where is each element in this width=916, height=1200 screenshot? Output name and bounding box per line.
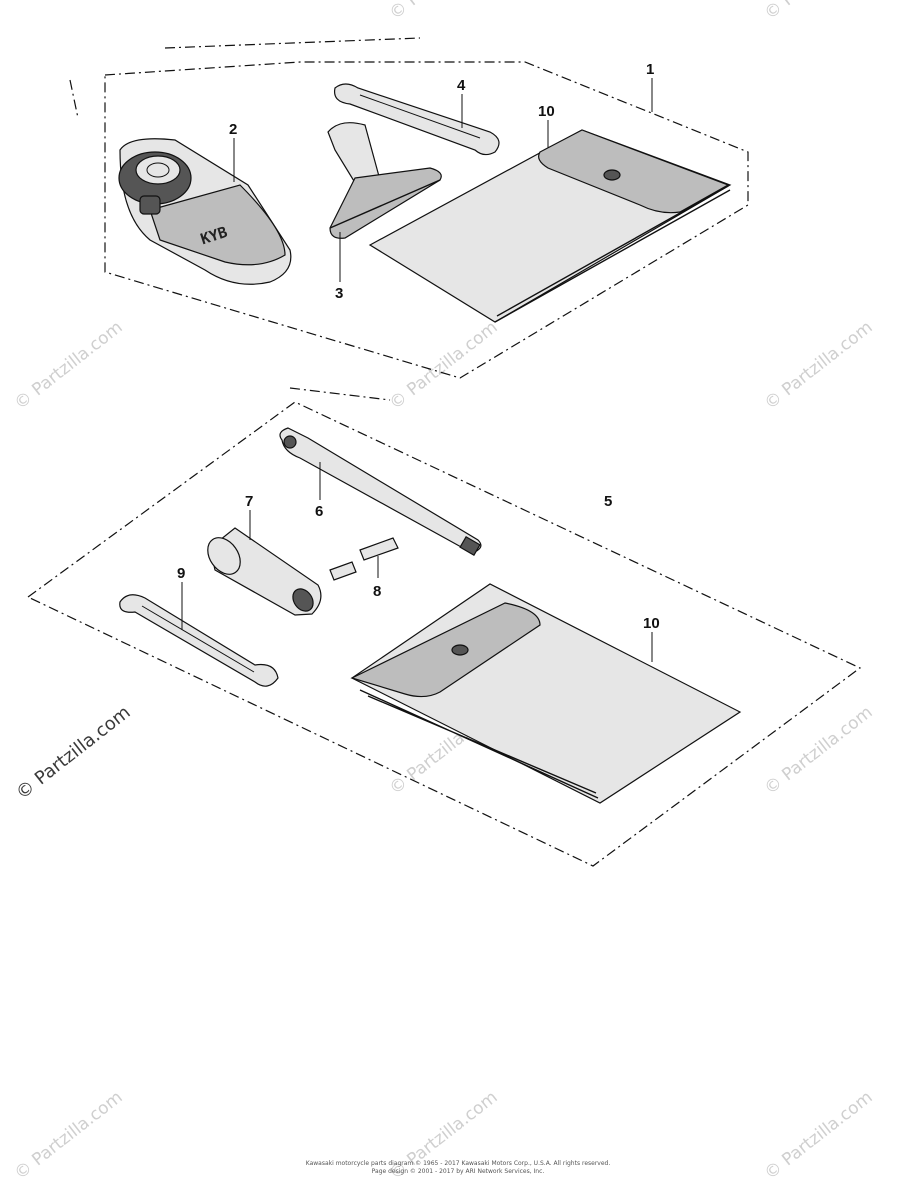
boundary-line (27, 401, 862, 867)
callout-8: 8 (373, 583, 381, 600)
tool-kit-group-1: KYB (69, 37, 749, 401)
watermark: © Partzilla.com (11, 317, 127, 414)
callout-leaders-bottom (181, 462, 653, 662)
copyright-line-1: Kawasaki motorcycle parts diagram © 1965… (305, 1160, 611, 1167)
watermark: © Partzilla.com (386, 0, 502, 24)
spark-plug-wrench-part-3 (327, 122, 442, 239)
wrench-part-4 (333, 83, 500, 156)
callout-3: 3 (335, 285, 343, 302)
callout-1: 1 (646, 61, 654, 78)
copyright-line-2: Page design © 2001 - 2017 by ARI Network… (371, 1168, 545, 1175)
callout-10-bottom: 10 (643, 615, 660, 632)
stray-line (69, 79, 79, 119)
callout-10-top: 10 (538, 103, 555, 120)
callouts: 1 2 3 4 10 5 6 7 8 9 10 (177, 61, 660, 632)
boundary-line (104, 61, 749, 379)
tool-kit-group-5 (27, 401, 862, 867)
callout-6: 6 (315, 503, 323, 520)
tool-bag-part-10-top (368, 129, 732, 323)
callout-7: 7 (245, 493, 253, 510)
callout-leaders-top (233, 78, 653, 282)
copyright-footer: Kawasaki motorcycle parts diagram © 1965… (0, 1160, 916, 1176)
callout-5: 5 (604, 493, 612, 510)
watermark: © Partzilla.com (386, 317, 502, 414)
callout-4: 4 (457, 77, 466, 94)
tool-bag-part-10-bottom (350, 583, 742, 804)
watermark: © Partzilla.com (761, 0, 877, 24)
tool-pouch-part-2: KYB (118, 138, 292, 285)
extension-bar-part-6 (279, 427, 482, 557)
socket-part-7 (207, 527, 322, 616)
callout-2: 2 (229, 121, 237, 138)
watermark: © Partzilla.com (12, 702, 134, 804)
pin-part-8 (329, 537, 399, 581)
stray-line (164, 37, 421, 49)
stray-line (289, 387, 391, 401)
wrench-part-9 (119, 594, 279, 687)
callout-9: 9 (177, 565, 185, 582)
watermark: © Partzilla.com (761, 702, 877, 799)
watermark: © Partzilla.com (761, 317, 877, 414)
